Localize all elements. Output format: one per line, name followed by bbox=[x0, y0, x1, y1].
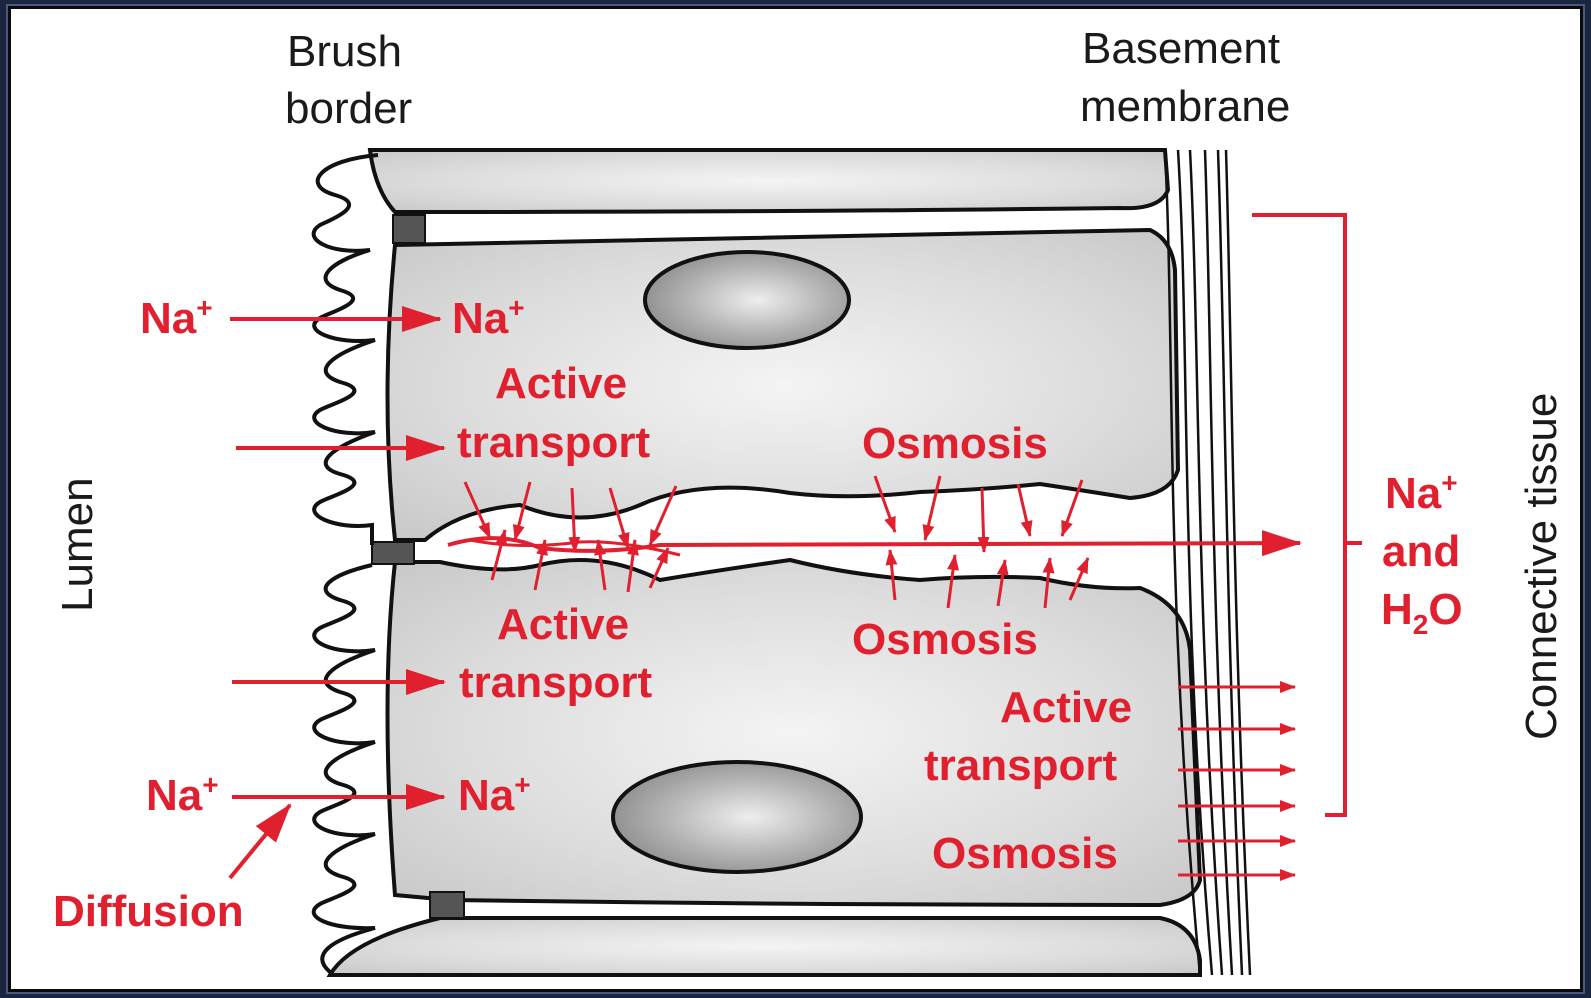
brush-border-microvilli bbox=[314, 155, 378, 972]
label-osmosis-baso: Osmosis bbox=[932, 829, 1118, 878]
label-osmosis-upper: Osmosis bbox=[862, 419, 1048, 468]
nucleus-lower bbox=[613, 762, 861, 872]
label-membrane: membrane bbox=[1080, 82, 1290, 131]
label-active-lower: Active bbox=[497, 600, 629, 649]
label-brush: Brush bbox=[287, 27, 402, 76]
label-active-baso: Active bbox=[1000, 683, 1132, 732]
tight-junction-bottom bbox=[430, 892, 464, 918]
label-basement: Basement bbox=[1082, 24, 1280, 73]
label-na-lumen-bottom: Na+ bbox=[146, 769, 219, 820]
label-osmosis-lower: Osmosis bbox=[852, 615, 1038, 664]
bracket bbox=[1252, 215, 1345, 815]
tight-junction-mid bbox=[372, 542, 414, 564]
arrow-diffusion bbox=[230, 805, 290, 878]
label-border: border bbox=[285, 84, 412, 133]
label-connective-tissue: Connective tissue bbox=[1517, 393, 1566, 740]
nucleus-upper bbox=[645, 252, 849, 348]
label-diffusion: Diffusion bbox=[53, 887, 244, 936]
label-and: and bbox=[1382, 527, 1460, 576]
label-transport-baso: transport bbox=[924, 741, 1117, 790]
label-transport-lower: transport bbox=[459, 658, 652, 707]
label-transport-upper: transport bbox=[457, 418, 650, 467]
tight-junction-top bbox=[393, 215, 425, 243]
label-na-output: Na+ bbox=[1385, 467, 1458, 518]
label-na-lumen-top: Na+ bbox=[140, 292, 213, 343]
top-cell bbox=[370, 150, 1168, 212]
label-lumen: Lumen bbox=[53, 477, 102, 612]
label-active-upper: Active bbox=[495, 359, 627, 408]
bottom-cell bbox=[330, 918, 1200, 975]
label-h2o: H2O bbox=[1381, 585, 1463, 640]
